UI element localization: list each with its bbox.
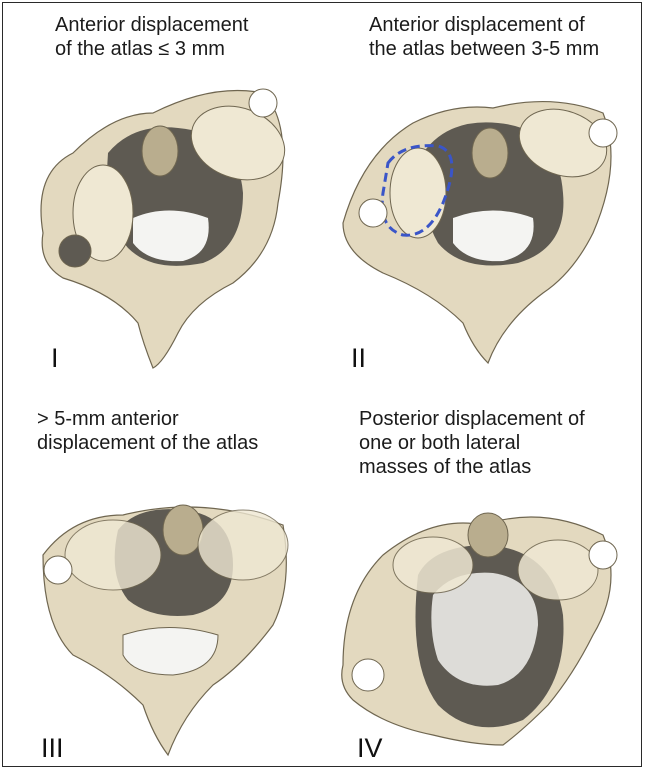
- panel-numeral: I: [51, 343, 59, 374]
- panel-caption: Anterior displacement of the atlas betwe…: [369, 13, 599, 61]
- panel-caption: > 5-mm anterior displacement of the atla…: [37, 407, 258, 455]
- panel-caption: Anterior displacement of the atlas ≤ 3 m…: [55, 13, 248, 61]
- panel-IV: Posterior displacement of one or both la…: [323, 385, 643, 767]
- panel-II: Anterior displacement of the atlas betwe…: [323, 3, 643, 385]
- panel-numeral: II: [351, 343, 366, 374]
- panel-caption: Posterior displacement of one or both la…: [359, 407, 585, 479]
- panel-numeral: IV: [357, 733, 383, 764]
- panel-numeral: III: [41, 733, 64, 764]
- panel-III: > 5-mm anterior displacement of the atla…: [3, 385, 323, 767]
- panel-I: Anterior displacement of the atlas ≤ 3 m…: [3, 3, 323, 385]
